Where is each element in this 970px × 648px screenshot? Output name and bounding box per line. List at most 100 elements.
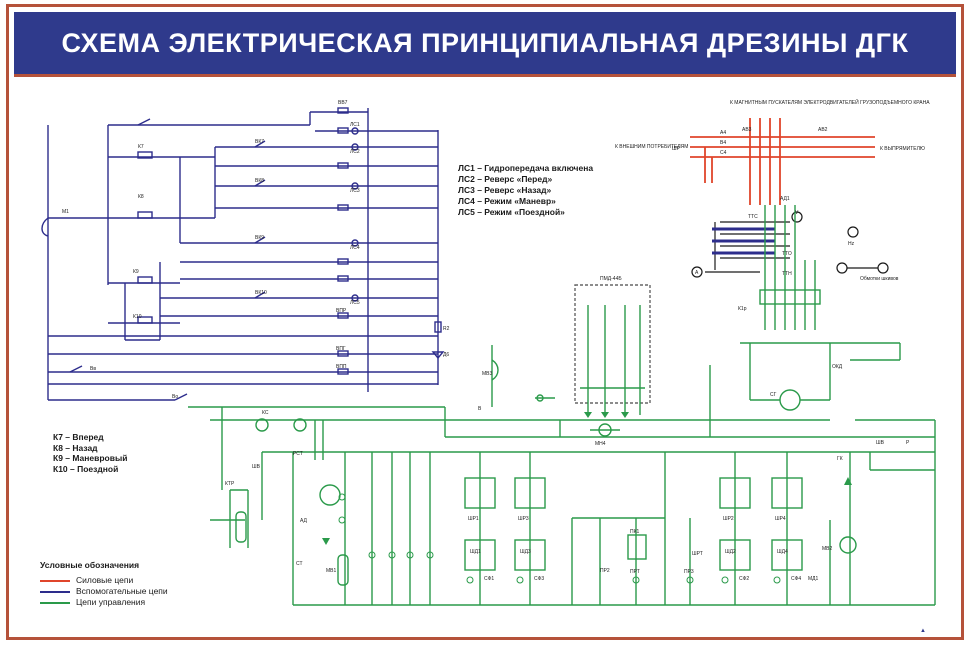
label-ktr: КТР [225, 481, 235, 487]
label-b4: В4 [720, 140, 726, 146]
title-bar: СХЕМА ЭЛЕКТРИЧЕСКАЯ ПРИНЦИПИАЛЬНАЯ ДРЕЗИ… [14, 12, 956, 77]
contactor-legend-item: К8 – Назад [53, 442, 98, 453]
label-mv3: МВ3 [482, 371, 493, 377]
label-shv: ШВ [876, 440, 885, 446]
label-pr3: ПР3 [684, 569, 694, 575]
label-hydro-block: ПМД-44Б [600, 276, 622, 282]
label-sb: ШВ [252, 464, 261, 470]
label-vv: Вв [90, 366, 96, 372]
convention-label: Вспомогательные цепи [76, 586, 168, 596]
label-sf2: СФ2 [739, 576, 749, 582]
label-b: В [478, 406, 482, 412]
contactor-legend-item: К10 – Поездной [53, 463, 119, 474]
label-mb: МВ1 [326, 568, 337, 574]
label-to-rectifier: К ВЫПРЯМИТЕЛЮ [880, 146, 925, 152]
convention-row: Силовые цепи [40, 575, 168, 586]
label-sf1: СФ1 [484, 576, 494, 582]
label-sf4: СФ4 [791, 576, 801, 582]
power-line-swatch [40, 579, 70, 582]
label-prt: ПРТ [630, 569, 640, 575]
label-ttc: ТТС [748, 214, 758, 220]
label-hz: Hz [848, 241, 855, 247]
label-md1: МД1 [808, 576, 819, 582]
label-shr2: ШР2 [723, 516, 734, 522]
label-st: СТ [296, 561, 303, 567]
lamp-legend: ЛС1 – Гидропередача включена ЛС2 – Ревер… [458, 163, 593, 218]
label-vv7: ВВ7 [338, 100, 348, 106]
contactor-legend-item: К9 – Маневровый [53, 453, 128, 463]
lamp-legend-item: ЛС2 – Реверс «Перед» [458, 174, 553, 184]
label-a4: А4 [720, 130, 726, 136]
page-title: СХЕМА ЭЛЕКТРИЧЕСКАЯ ПРИНЦИПИАЛЬНАЯ ДРЕЗИ… [61, 27, 909, 58]
publisher-logo: ▲ [920, 628, 926, 634]
aux-circuits [41, 107, 445, 401]
label-ext-consumers: К ВНЕШНИМ ПОТРЕБИТЕЛЯМ [615, 144, 688, 150]
label-pr2: ПР2 [600, 568, 610, 574]
label-shr3: ШР3 [518, 516, 529, 522]
label-ls1: ЛС1 [350, 122, 360, 128]
label-r2: R2 [443, 326, 450, 332]
contactor-legend: К7 – Вперед К8 – Назад К9 – Маневровый К… [53, 432, 127, 474]
convention-row: Цепи управления [40, 597, 168, 608]
label-shr4: ШР4 [775, 516, 786, 522]
label-m1: М1 [62, 209, 69, 215]
lamp-legend-item: ЛС3 – Реверс «Назад» [458, 185, 552, 195]
label-vpr: ВПР [336, 308, 347, 314]
label-k10: К10 [133, 314, 142, 320]
contactor-legend-item: К7 – Вперед [53, 432, 104, 442]
label-vk7: ВК7 [255, 139, 264, 145]
lamp-legend-item: ЛС5 – Режим «Поездной» [458, 207, 565, 217]
switchgear [691, 211, 889, 278]
lamp-markers [338, 493, 781, 584]
label-ls2: ЛС2 [350, 149, 360, 155]
convention-row: Вспомогательные цепи [40, 586, 168, 597]
label-ls5: ЛС5 [350, 300, 360, 306]
label-vo: Во [172, 394, 178, 400]
label-mv2: МВ2 [822, 546, 833, 552]
label-p: Р [906, 440, 910, 446]
convention-label: Силовые цепи [76, 575, 134, 585]
label-power-top: К МАГНИТНЫМ ПУСКАТЕЛЯМ ЭЛЕКТРОДВИГАТЕЛЕЙ… [730, 98, 930, 106]
label-ab2: АВ2 [818, 127, 828, 133]
label-ab3: АВ3 [742, 127, 752, 133]
label-shd1: ШД1 [470, 549, 481, 555]
label-shr: ШР [672, 146, 681, 152]
label-vk10: ВК10 [255, 290, 267, 296]
label-shrt: ШРТ [692, 551, 703, 557]
label-rst: РСТ [293, 451, 303, 457]
label-kp: К1р [738, 306, 747, 312]
control-circuits [188, 205, 936, 606]
label-pk1: ПК1 [630, 529, 640, 535]
label-vk8: ВК8 [255, 178, 264, 184]
label-okd: ОКД [832, 364, 843, 370]
label-shd2: ШД2 [725, 549, 736, 555]
aux-line-swatch [40, 590, 70, 593]
label-shd4: ШД4 [777, 549, 788, 555]
control-line-swatch [40, 601, 70, 604]
label-ad: АД [300, 518, 308, 524]
component-labels: К МАГНИТНЫМ ПУСКАТЕЛЯМ ЭЛЕКТРОДВИГАТЕЛЕЙ… [62, 98, 930, 582]
label-vk9: ВК9 [255, 235, 264, 241]
label-shr1: ШР1 [468, 516, 479, 522]
label-v: V [795, 210, 799, 216]
label-sg: СГ [770, 392, 777, 398]
label-k9: К9 [133, 269, 139, 275]
label-k7: К7 [138, 144, 144, 150]
label-c4: С4 [720, 150, 727, 156]
conventions-legend: Условные обозначения Силовые цепи Вспомо… [40, 560, 168, 608]
label-ls4: ЛС4 [350, 245, 360, 251]
label-ad1: АД1 [780, 196, 790, 202]
convention-label: Цепи управления [76, 597, 146, 607]
lamp-legend-item: ЛС4 – Режим «Маневр» [458, 196, 556, 206]
label-k8: К8 [138, 194, 144, 200]
label-ttg: ТТО [782, 251, 792, 257]
label-vpg: ВПГ [336, 346, 346, 352]
label-rev-windings: Обмотки шкивов [860, 276, 899, 282]
label-ls3: ЛС3 [350, 188, 360, 194]
label-mn4: МН4 [595, 441, 606, 447]
label-a: А [695, 270, 699, 276]
label-vpp: ВПП [336, 364, 347, 370]
label-ks: КС [262, 410, 269, 416]
label-sf3: СФ3 [534, 576, 544, 582]
